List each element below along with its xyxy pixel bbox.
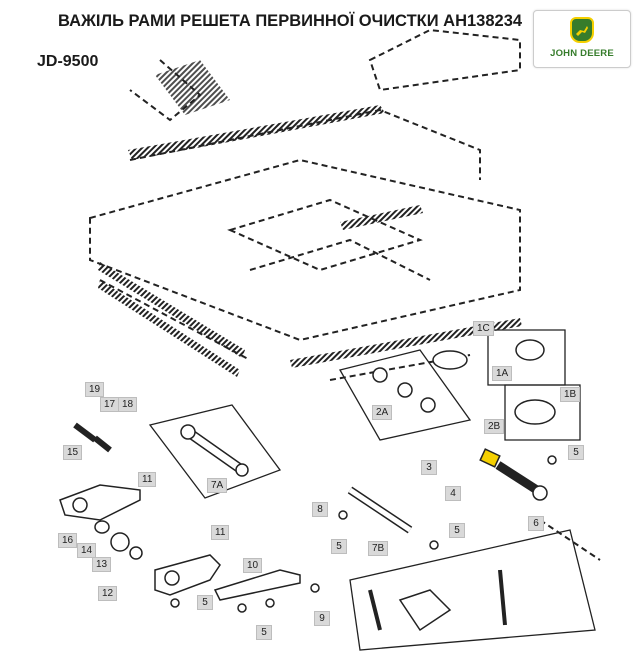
callout-16: 16 — [58, 533, 78, 548]
callout-11: 11 — [138, 472, 157, 487]
callout-15: 15 — [63, 445, 83, 460]
callout-10: 10 — [243, 558, 263, 573]
callout-1c: 1C — [473, 321, 494, 336]
deer-icon — [570, 17, 594, 43]
callout-12: 12 — [98, 586, 118, 601]
hatched-bands — [98, 60, 522, 377]
callout-1b: 1B — [560, 387, 581, 402]
callout-5: 5 — [197, 595, 213, 610]
callout-7b: 7B — [368, 541, 389, 556]
callout-5: 5 — [256, 625, 272, 640]
callout-19: 19 — [85, 382, 105, 397]
callout-18: 18 — [118, 397, 138, 412]
inset-boxes — [148, 329, 596, 651]
page-title: ВАЖІЛЬ РАМИ РЕШЕТА ПЕРВИННОЇ ОЧИСТКИ AH1… — [58, 12, 523, 30]
callout-7a: 7A — [207, 478, 228, 493]
callout-2b: 2B — [484, 419, 505, 434]
callout-11: 11 — [211, 525, 230, 540]
callout-14: 14 — [77, 543, 97, 558]
callout-9: 9 — [314, 611, 330, 626]
callout-6: 6 — [528, 516, 544, 531]
john-deere-logo: JOHN DEERE — [533, 10, 631, 68]
parts — [59, 339, 557, 632]
callout-3: 3 — [421, 460, 437, 475]
callout-2a: 2A — [372, 405, 393, 420]
model-label: JD-9500 — [37, 53, 99, 70]
logo-text: JOHN DEERE — [550, 48, 614, 59]
callout-5: 5 — [568, 445, 584, 460]
callout-4: 4 — [445, 486, 461, 501]
callout-5: 5 — [449, 523, 465, 538]
callout-1a: 1A — [492, 366, 513, 381]
callout-5: 5 — [331, 539, 347, 554]
callout-13: 13 — [92, 557, 112, 572]
callout-17: 17 — [100, 397, 120, 412]
callout-8: 8 — [312, 502, 328, 517]
